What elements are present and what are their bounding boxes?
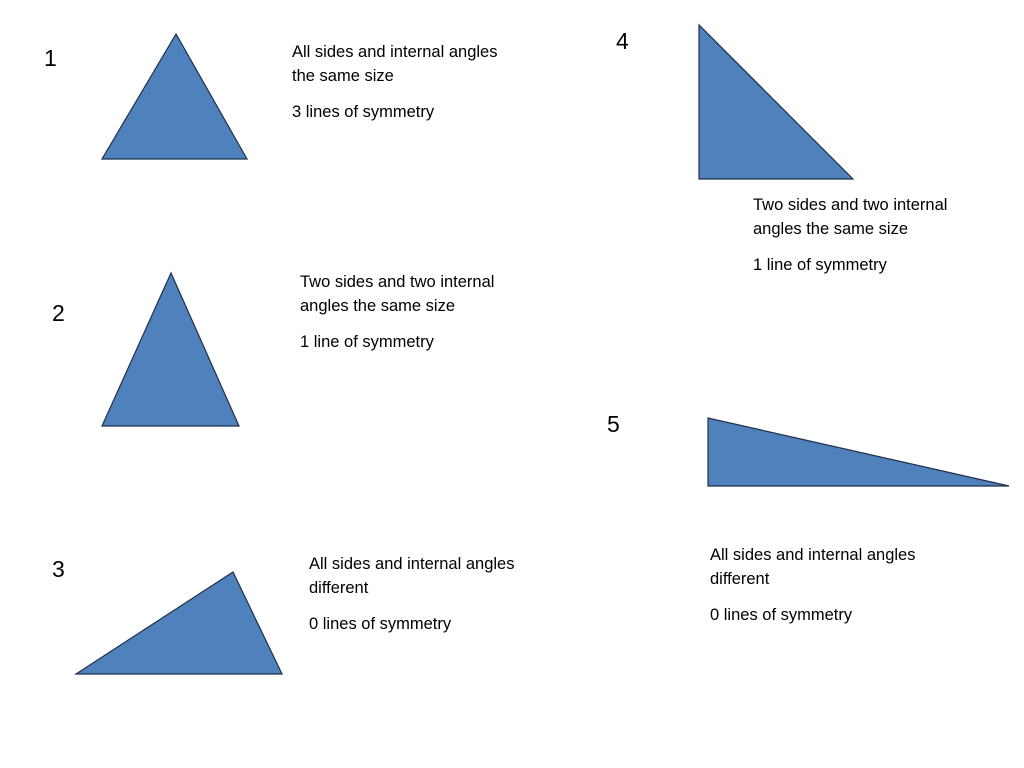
item-4-number: 4 — [616, 28, 629, 54]
item-5-line-2: different — [710, 570, 770, 588]
item-5-line-1: All sides and internal angles — [710, 546, 916, 564]
triangle-1-equilateral — [100, 32, 249, 160]
item-3-description: All sides and internal angles different … — [309, 552, 514, 636]
item-2-line-2: angles the same size — [300, 297, 456, 315]
triangle-5-right-scalene — [707, 417, 1010, 487]
item-1-description: All sides and internal angles the same s… — [292, 40, 497, 124]
item-4-line-1: Two sides and two internal — [753, 196, 948, 214]
item-3-line-2: different — [309, 579, 369, 597]
item-1-number: 1 — [44, 45, 57, 71]
item-4-description: Two sides and two internal angles the sa… — [753, 193, 947, 277]
item-2-line-1: Two sides and two internal — [300, 273, 495, 291]
item-5-number: 5 — [607, 411, 620, 437]
item-3-number: 3 — [52, 556, 65, 582]
item-5-symmetry: 0 lines of symmetry — [710, 606, 853, 624]
item-4-symmetry: 1 line of symmetry — [753, 256, 887, 274]
item-3-symmetry: 0 lines of symmetry — [309, 615, 452, 633]
triangle-4-right-isosceles — [698, 23, 855, 180]
item-1-line-1: All sides and internal angles — [292, 43, 498, 61]
item-2-number: 2 — [52, 300, 65, 326]
item-1-symmetry: 3 lines of symmetry — [292, 103, 435, 121]
item-1-line-2: the same size — [292, 67, 394, 85]
item-5-description: All sides and internal angles different … — [710, 543, 915, 627]
item-2-symmetry: 1 line of symmetry — [300, 333, 434, 351]
item-4-line-2: angles the same size — [753, 220, 909, 238]
item-3-line-1: All sides and internal angles — [309, 555, 515, 573]
item-2-description: Two sides and two internal angles the sa… — [300, 270, 494, 354]
triangle-2-isosceles — [101, 271, 240, 427]
triangle-3-scalene — [73, 571, 283, 675]
